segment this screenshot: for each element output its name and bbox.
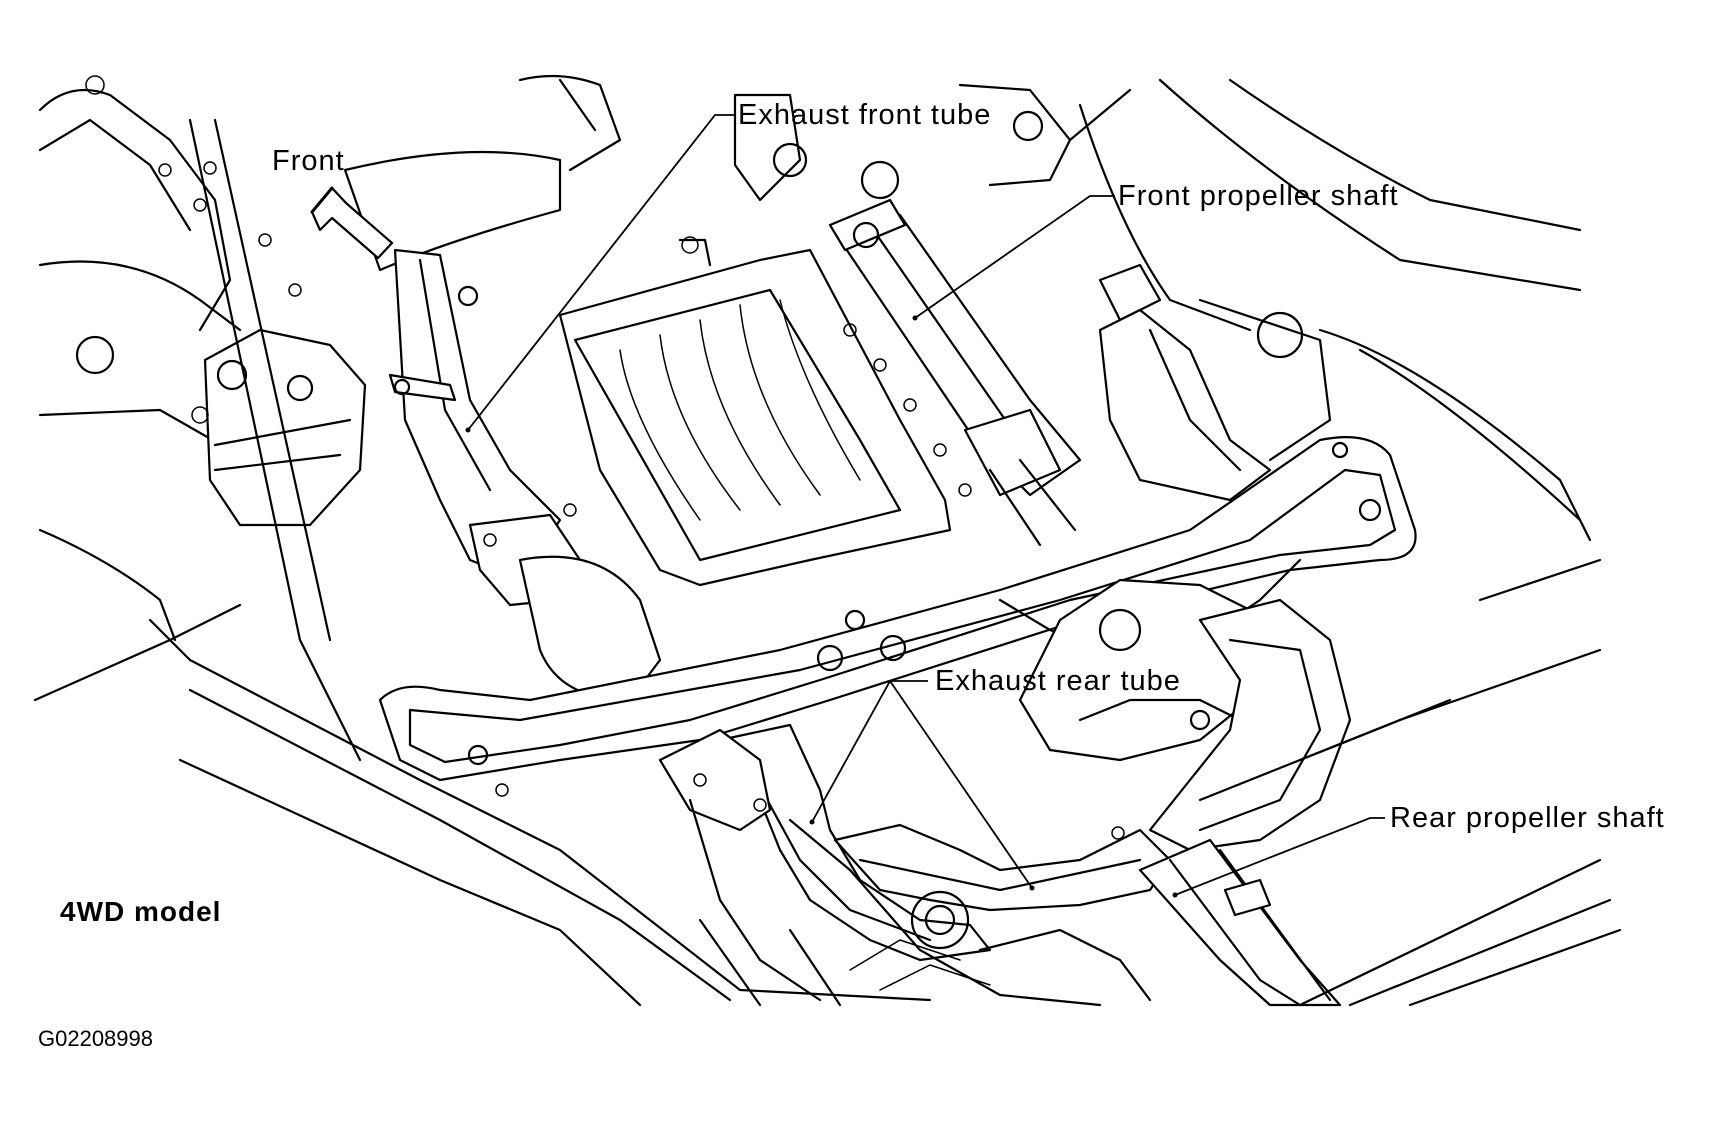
label-front-propeller-shaft: Front propeller shaft: [1118, 180, 1399, 212]
callout-leaders: [465, 114, 1385, 898]
label-exhaust-front-tube: Exhaust front tube: [738, 99, 991, 131]
label-front: Front: [272, 145, 345, 177]
label-model: 4WD model: [60, 896, 221, 927]
figure-code: G02208998: [38, 1026, 153, 1051]
vehicle-underbody-illustration: [33, 74, 1622, 1007]
front-direction-arrow-icon: [310, 186, 394, 260]
label-rear-propeller-shaft: Rear propeller shaft: [1390, 802, 1665, 834]
label-exhaust-rear-tube: Exhaust rear tube: [935, 665, 1181, 697]
